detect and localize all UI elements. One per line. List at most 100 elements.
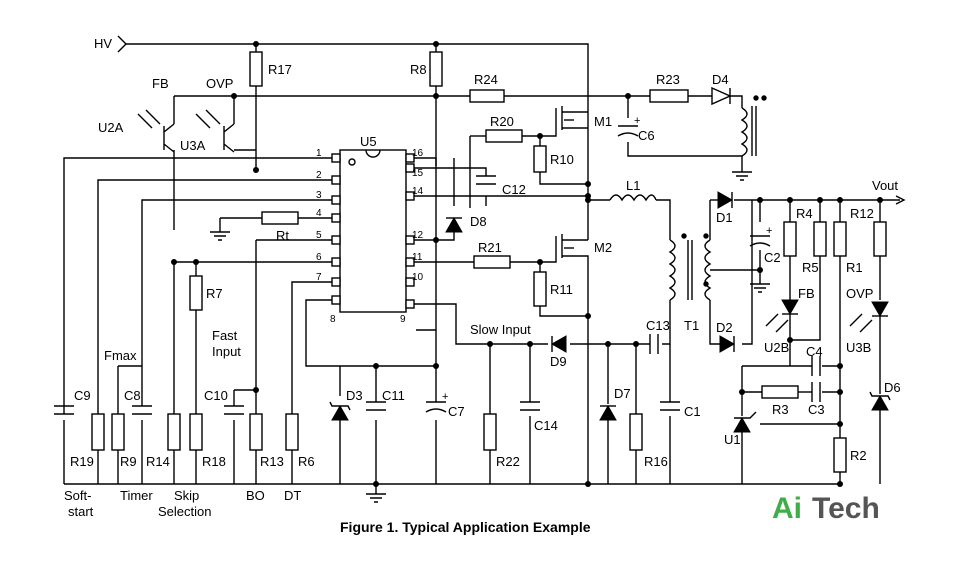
diode-D6 <box>869 391 891 411</box>
pin-10: 10 <box>412 272 424 283</box>
mosfets <box>555 106 574 258</box>
label-Fmax: Fmax <box>104 348 137 363</box>
label-C10: C10 <box>204 388 228 403</box>
pin-8: 8 <box>330 314 336 325</box>
pin-9: 9 <box>400 314 406 325</box>
label-R5: R5 <box>802 260 819 275</box>
label-DT: DT <box>284 488 301 503</box>
label-FB-right: FB <box>798 286 815 301</box>
label-C3: C3 <box>808 402 825 417</box>
resistor-R19 <box>91 413 105 451</box>
label-R10: R10 <box>550 152 574 167</box>
magnetics <box>609 95 767 301</box>
resistor-R6 <box>285 413 299 451</box>
label-U2B: U2B <box>764 340 789 355</box>
resistor-R11 <box>533 271 547 307</box>
resistor-R3 <box>761 385 799 399</box>
label-U5: U5 <box>360 134 377 149</box>
label-R14: R14 <box>146 454 170 469</box>
resistor-R21 <box>473 255 511 269</box>
capacitors <box>54 125 821 415</box>
label-R6: R6 <box>298 454 315 469</box>
label-C14: C14 <box>534 418 558 433</box>
capacitor-C6 <box>617 125 639 137</box>
label-C4: C4 <box>806 344 823 359</box>
pin-16: 16 <box>412 148 424 159</box>
grounds <box>210 171 770 503</box>
label-Rt: Rt <box>276 228 289 243</box>
label-D9: D9 <box>550 354 567 369</box>
resistor-R17 <box>249 51 263 87</box>
label-R3: R3 <box>772 402 789 417</box>
pin-2: 2 <box>316 170 322 181</box>
pin-11: 11 <box>412 252 423 263</box>
capacitor-C12 <box>476 175 496 185</box>
resistor-R5 <box>813 221 827 257</box>
resistor-R20 <box>485 129 523 143</box>
pin-14: 14 <box>412 186 424 197</box>
resistor-R12 <box>873 221 887 257</box>
resistor-R14 <box>167 413 181 451</box>
label-R1: R1 <box>846 260 863 275</box>
label-OVP-right: OVP <box>846 286 873 301</box>
capacitor-C3 <box>811 382 821 402</box>
label-R19: R19 <box>70 454 94 469</box>
label-R18: R18 <box>202 454 226 469</box>
label-T1: T1 <box>684 318 699 333</box>
label-R16: R16 <box>644 454 668 469</box>
resistor-Rt <box>261 211 299 225</box>
opto-transistors <box>137 109 873 333</box>
pin-6: 6 <box>316 252 322 263</box>
aitech-logo: Ai Tech <box>772 492 880 525</box>
label-D1: D1 <box>716 210 733 225</box>
resistor-R8 <box>429 51 443 87</box>
label-C9: C9 <box>74 388 91 403</box>
diode-D9 <box>550 335 567 353</box>
label-R8: R8 <box>410 62 427 77</box>
label-D2: D2 <box>716 320 733 335</box>
resistor-R16 <box>629 413 643 451</box>
label-OVP-top: OVP <box>206 76 233 91</box>
label-R20: R20 <box>490 114 514 129</box>
led-U3B <box>871 301 889 318</box>
resistor-R23 <box>649 89 689 103</box>
wires <box>63 35 906 494</box>
resistor-R22 <box>483 413 497 451</box>
label-C8: C8 <box>124 388 141 403</box>
label-R4: R4 <box>796 206 813 221</box>
label-R24: R24 <box>474 72 498 87</box>
label-BO: BO <box>246 488 265 503</box>
label-U2A: U2A <box>98 120 124 135</box>
capacitor-C10 <box>224 405 244 415</box>
capacitor-C8 <box>132 405 152 415</box>
capacitor-C1 <box>660 401 680 411</box>
resistor-R1 <box>833 221 847 257</box>
resistor-R10 <box>533 145 547 173</box>
label-C7-plus: + <box>442 391 448 403</box>
label-D7: D7 <box>614 386 631 401</box>
label-R7: R7 <box>206 286 223 301</box>
label-L1: L1 <box>626 178 640 193</box>
label-R17: R17 <box>268 62 292 77</box>
capacitor-C11 <box>366 401 386 411</box>
resistor-R2 <box>833 437 847 473</box>
label-FB-top: FB <box>152 76 169 91</box>
label-R13: R13 <box>260 454 284 469</box>
label-M1: M1 <box>594 114 612 129</box>
label-C6-plus: + <box>634 115 640 127</box>
logo-ai: Ai <box>772 492 802 525</box>
resistor-R9 <box>111 413 125 451</box>
label-C11: C11 <box>382 388 405 403</box>
capacitor-C13 <box>649 334 659 354</box>
label-M2: M2 <box>594 240 612 255</box>
label-HV: HV <box>94 36 112 51</box>
logo-tech: Tech <box>812 492 880 525</box>
capacitor-C4 <box>811 356 821 376</box>
capacitor-C2 <box>749 235 771 247</box>
diode-D3 <box>329 401 351 421</box>
label-Vout: Vout <box>872 178 898 193</box>
label-D6: D6 <box>884 380 901 395</box>
